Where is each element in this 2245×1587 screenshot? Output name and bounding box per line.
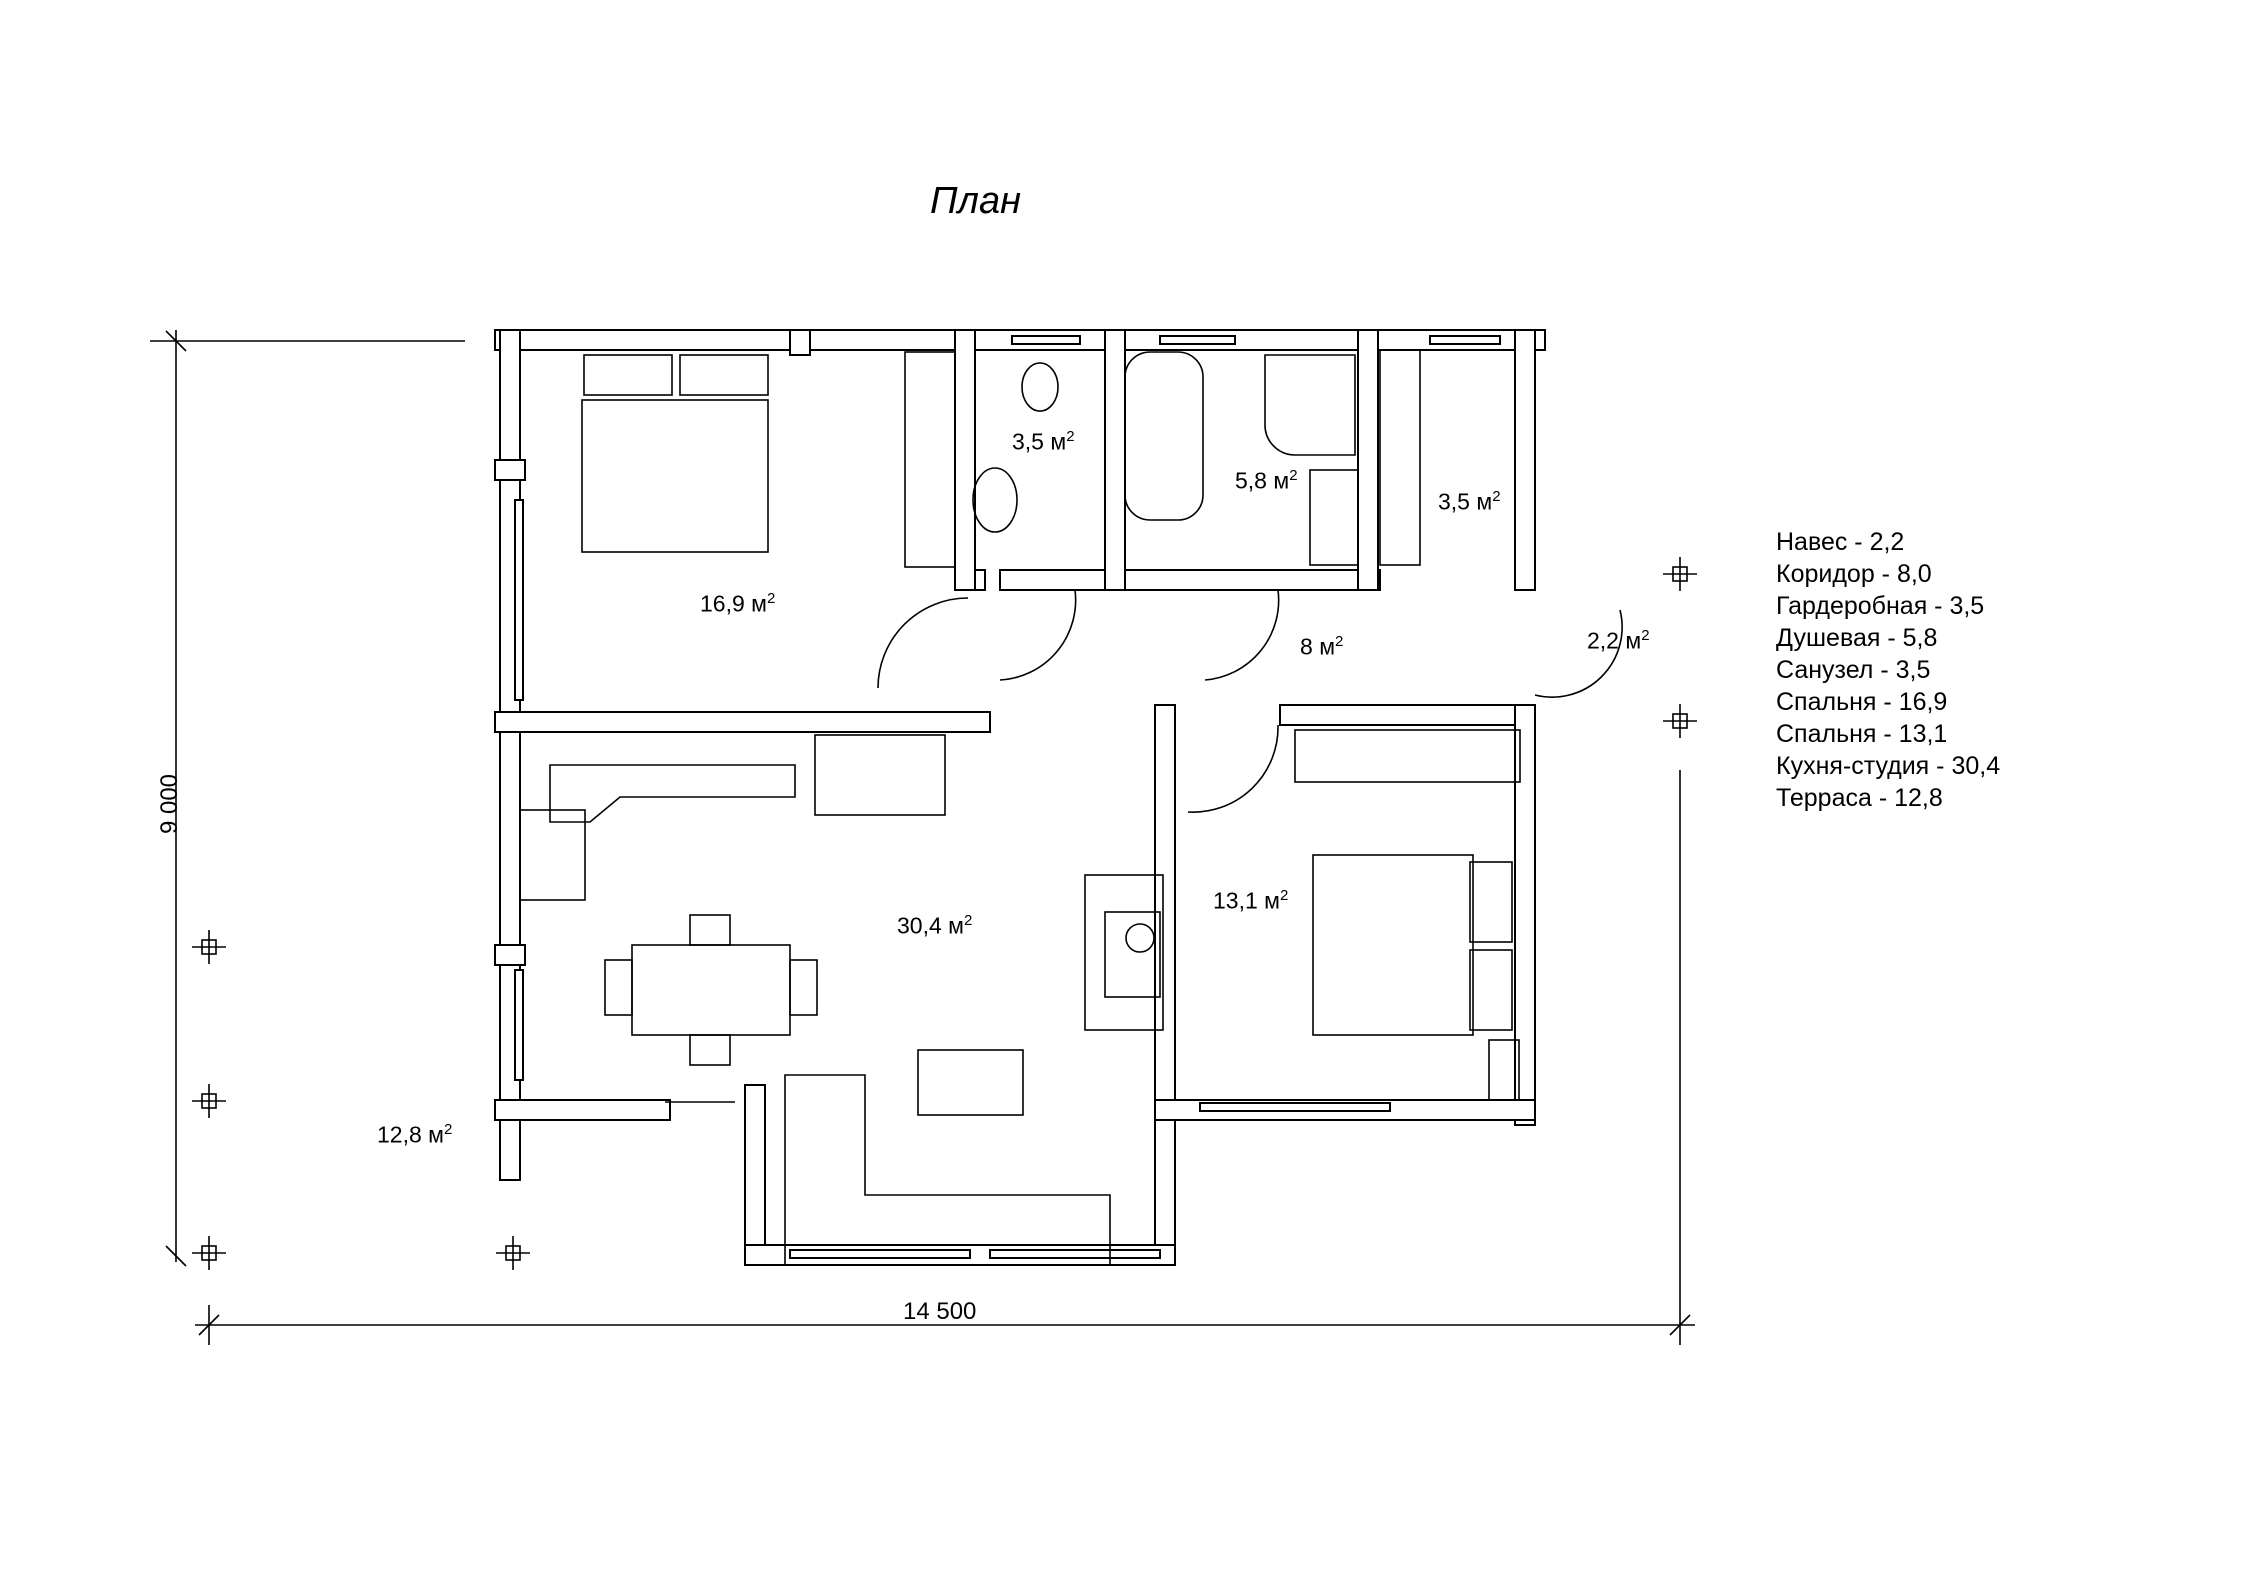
area-unit: м <box>1050 428 1067 455</box>
room-area-bedroom-1: 16,9 м2 <box>700 590 775 618</box>
dimension-lines <box>150 330 1695 1345</box>
legend-item: Терраса - 12,8 <box>1776 784 1943 812</box>
legend-item: Спальня - 13,1 <box>1776 720 1948 748</box>
area-unit: м <box>1264 887 1280 914</box>
plan-title: План <box>930 180 1022 222</box>
dimension-height: 9 000 <box>156 773 184 835</box>
area-unit: м <box>1319 633 1335 660</box>
area-value: 2,2 <box>1587 627 1619 654</box>
room-area-shower: 5,8 м2 <box>1235 467 1298 495</box>
axis-markers <box>192 557 1697 1270</box>
legend-item: Коридор - 8,0 <box>1776 560 1932 588</box>
area-exp: 2 <box>1289 467 1298 484</box>
area-exp: 2 <box>766 590 776 607</box>
room-area-corridor: 8 м2 <box>1300 633 1343 661</box>
room-area-bedroom-2: 13,1 м2 <box>1213 887 1288 915</box>
legend-item: Навес - 2,2 <box>1776 528 1905 556</box>
legend-item: Кухня-студия - 30,4 <box>1776 752 2001 780</box>
area-unit: м <box>428 1121 444 1148</box>
area-exp: 2 <box>1279 887 1289 904</box>
room-area-kitchen-studio: 30,4 м2 <box>897 912 972 940</box>
area-value: 3,5 <box>1438 488 1470 515</box>
area-unit: м <box>1625 627 1642 654</box>
legend-item: Гардеробная - 3,5 <box>1776 592 1985 620</box>
area-unit: м <box>1476 488 1493 515</box>
area-value: 5,8 <box>1235 467 1267 494</box>
area-exp: 2 <box>1641 627 1650 644</box>
area-value: 3,5 <box>1012 428 1044 455</box>
furniture <box>519 349 1521 1266</box>
area-legend: Навес - 2,2 Коридор - 8,0 Гардеробная - … <box>1776 526 2000 814</box>
area-unit: м <box>948 912 964 939</box>
room-area-bathroom: 3,5 м2 <box>1012 428 1075 456</box>
dimension-width: 14 500 <box>903 1298 977 1325</box>
legend-item: Санузел - 3,5 <box>1776 656 1931 684</box>
area-value: 8 <box>1300 633 1313 660</box>
area-value: 13,1 <box>1213 887 1258 914</box>
legend-item: Душевая - 5,8 <box>1776 624 1938 652</box>
area-value: 16,9 <box>700 590 745 617</box>
area-exp: 2 <box>1066 428 1075 445</box>
room-area-wardrobe: 3,5 м2 <box>1438 488 1501 516</box>
legend-item: Спальня - 16,9 <box>1776 688 1948 716</box>
area-exp: 2 <box>963 912 973 929</box>
doors <box>665 589 1623 1103</box>
area-exp: 2 <box>1335 633 1344 650</box>
area-exp: 2 <box>1492 488 1501 505</box>
room-area-terrace: 12,8 м2 <box>377 1121 452 1149</box>
area-value: 30,4 <box>897 912 942 939</box>
room-area-canopy: 2,2 м2 <box>1587 627 1650 655</box>
walls <box>494 329 1546 1266</box>
area-value: 12,8 <box>377 1121 422 1148</box>
area-unit: м <box>751 590 767 617</box>
area-exp: 2 <box>443 1121 453 1138</box>
area-unit: м <box>1273 467 1290 494</box>
